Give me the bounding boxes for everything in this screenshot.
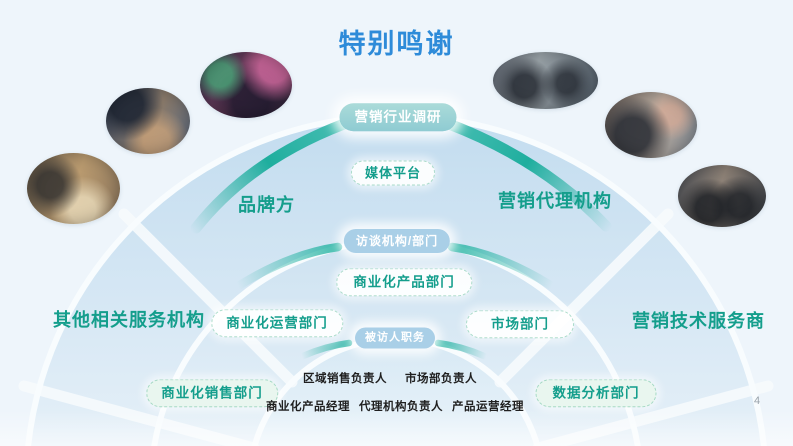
tag-marketing-dept: 市场部门 (466, 310, 574, 338)
role-commercial-product-manager: 商业化产品经理 (266, 401, 350, 413)
tag-commercial-product-dept: 商业化产品部门 (336, 268, 472, 296)
tag-commercial-operations-dept: 商业化运营部门 (211, 309, 343, 337)
ring-label-industry-research: 营销行业调研 (339, 103, 457, 131)
label-martech-vendor: 营销技术服务商 (632, 311, 765, 331)
ring-label-interview-org: 访谈机构/部门 (343, 229, 451, 253)
page-title: 特别鸣谢 (338, 29, 455, 59)
teal-swoosh-arcs (190, 118, 612, 360)
interview-photo-5 (605, 92, 697, 158)
interview-photo-3 (27, 153, 120, 224)
role-regional-sales-lead: 区域销售负责人 (303, 373, 387, 385)
role-list-row2: 商业化产品经理 代理机构负责人 产品运营经理 (266, 398, 524, 414)
role-marketing-dept-lead: 市场部负责人 (405, 373, 477, 385)
interview-photo-6 (678, 165, 766, 227)
label-brand-side: 品牌方 (238, 195, 295, 215)
tag-media-platform: 媒体平台 (350, 160, 436, 186)
ring-label-interviewee-role: 被访人职务 (355, 327, 435, 349)
label-marketing-agency: 营销代理机构 (498, 191, 612, 211)
tag-data-analysis-dept: 数据分析部门 (535, 379, 657, 407)
interview-photo-4 (493, 52, 598, 109)
role-list-row1: 区域销售负责人 市场部负责人 (303, 370, 477, 386)
tag-commercial-sales-dept: 商业化销售部门 (146, 379, 278, 407)
role-agency-lead: 代理机构负责人 (359, 401, 443, 413)
role-product-operations-manager: 产品运营经理 (452, 401, 524, 413)
label-other-service-orgs: 其他相关服务机构 (53, 310, 205, 330)
interview-photo-2 (106, 88, 190, 154)
page-number: 4 (754, 395, 761, 407)
interview-photo-1 (200, 52, 292, 118)
